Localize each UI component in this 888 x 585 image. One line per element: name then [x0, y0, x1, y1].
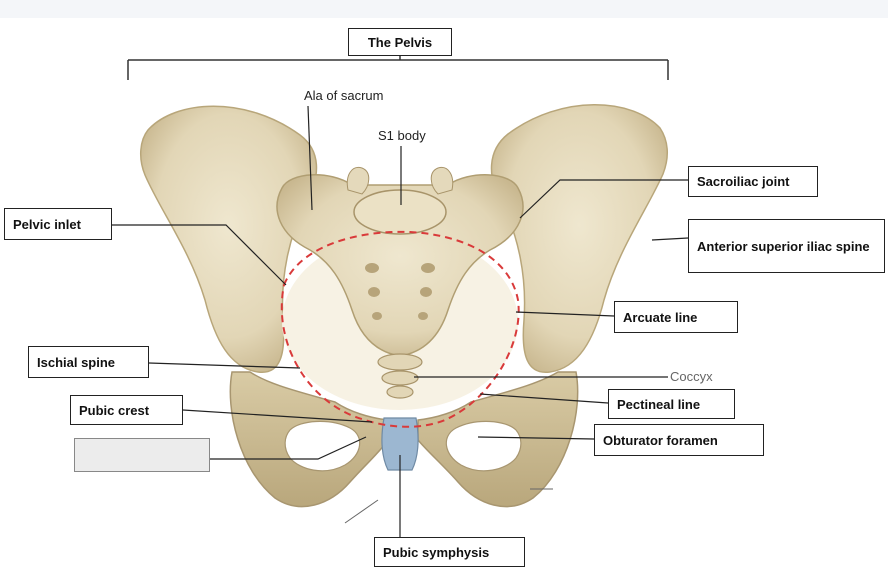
top-bar — [0, 0, 888, 18]
left-obturator-foramen — [284, 420, 361, 472]
sacroiliac-joint-label: Sacroiliac joint — [688, 166, 818, 197]
right-ilium — [490, 104, 668, 373]
left-articular-process — [346, 166, 370, 195]
coccyx-label: Coccyx — [670, 369, 713, 384]
s1-body — [353, 189, 447, 235]
ala-of-sacrum-label: Ala of sacrum — [304, 88, 384, 103]
leader-lines — [112, 105, 689, 537]
right-obturator-foramen — [445, 420, 522, 472]
sacrum — [276, 174, 524, 357]
ischial-spine-label: Ischial spine — [28, 346, 149, 378]
asis-label-text: Anterior superior iliac spine — [697, 238, 870, 254]
asis-label: Anterior superior iliac spine — [688, 219, 885, 273]
pelvic-inlet-outline — [280, 230, 520, 428]
right-articular-process — [430, 166, 454, 195]
pectineal-line-label: Pectineal line — [608, 389, 735, 419]
extra-line-left — [344, 499, 379, 524]
title-label: The Pelvis — [348, 28, 452, 56]
s1-body-label: S1 body — [378, 128, 426, 143]
left-ilium — [140, 105, 318, 373]
pelvic-inlet-label: Pelvic inlet — [4, 208, 112, 240]
arcuate-line-label: Arcuate line — [614, 301, 738, 333]
blank-label-box[interactable] — [74, 438, 210, 472]
coccyx-bone — [377, 353, 423, 399]
pubic-symphysis-shape — [381, 417, 419, 471]
pubic-symphysis-label: Pubic symphysis — [374, 537, 525, 567]
pubic-crest-label: Pubic crest — [70, 395, 183, 425]
title-bracket — [127, 56, 669, 80]
sacral-foramina — [365, 263, 435, 320]
obturator-foramen-label: Obturator foramen — [594, 424, 764, 456]
